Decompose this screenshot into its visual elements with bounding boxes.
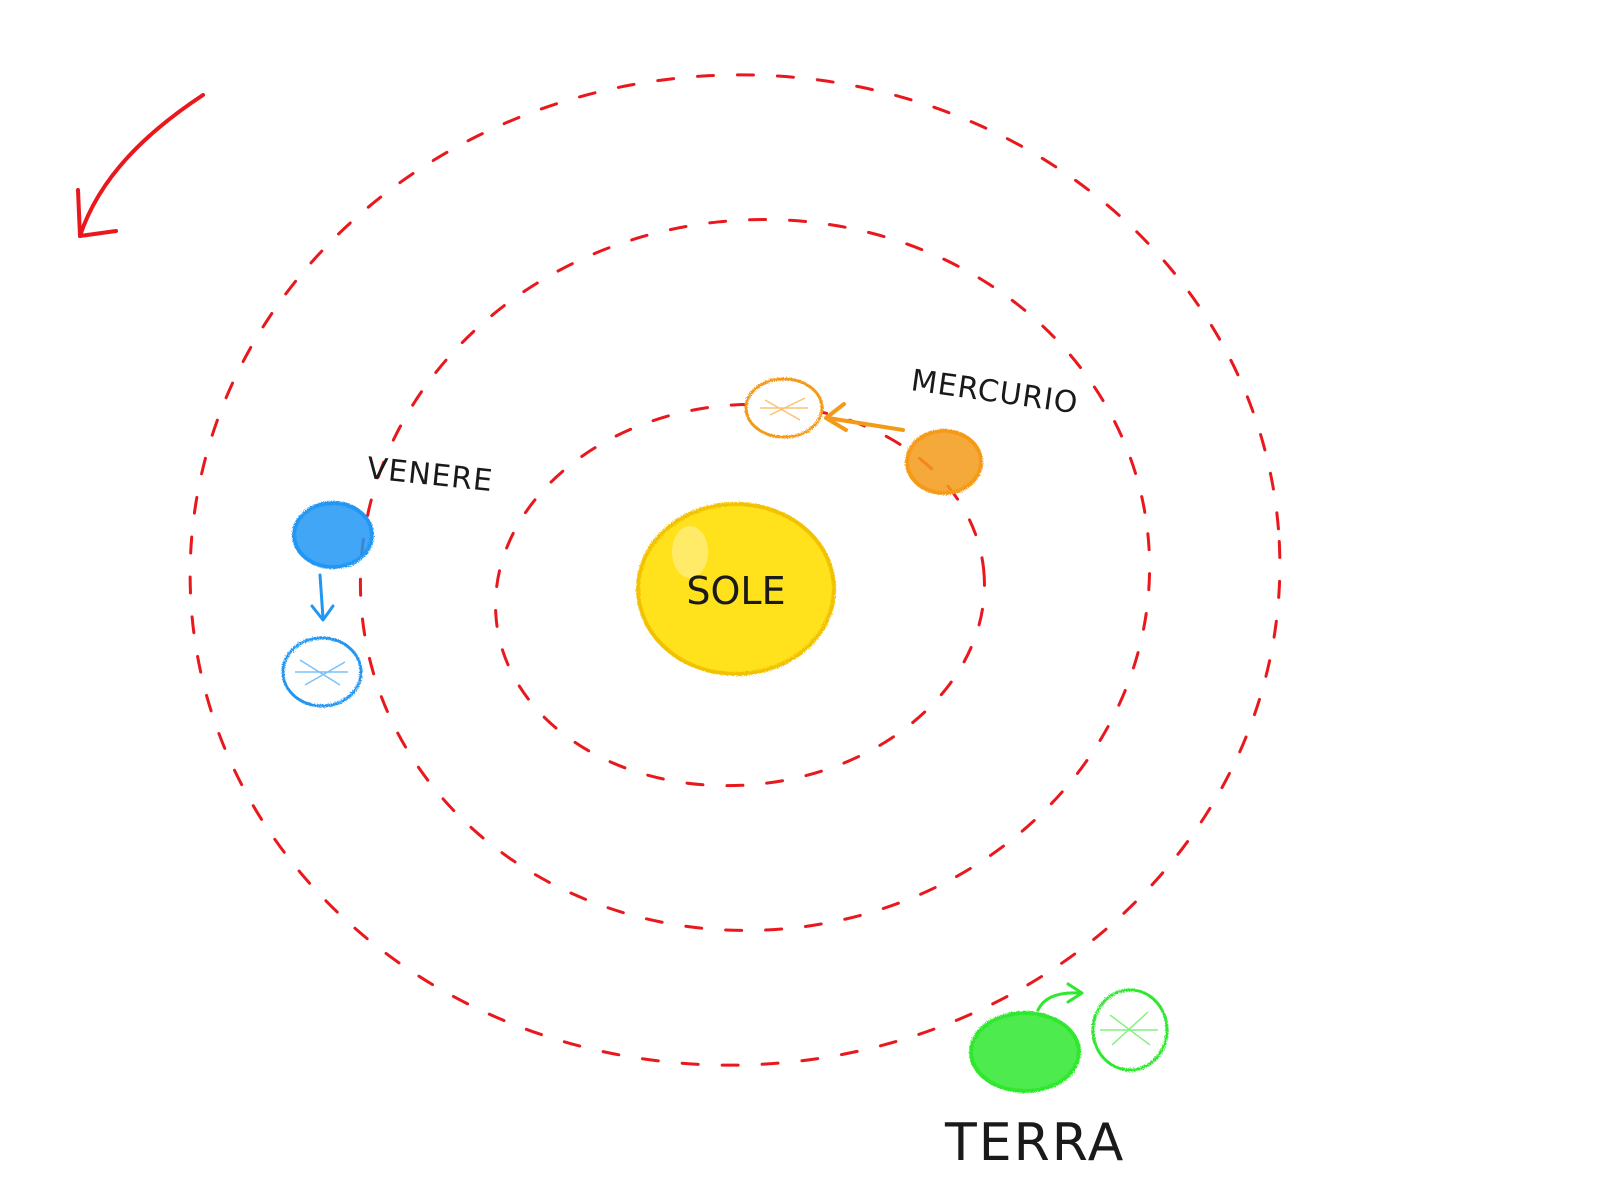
mercury-motion-arrow-icon bbox=[824, 402, 905, 432]
earth-motion-arrow-icon bbox=[1036, 982, 1084, 1012]
earth-planet bbox=[969, 1011, 1081, 1093]
mercury-planet bbox=[905, 429, 983, 495]
rotation-arrow-icon bbox=[76, 93, 205, 238]
mercury: MERCURIO bbox=[744, 363, 1081, 495]
venus-motion-arrow-icon bbox=[310, 573, 335, 622]
mercury-label: MERCURIO bbox=[909, 363, 1081, 421]
sun-label: SOLE bbox=[686, 569, 785, 613]
earth-label: TERRA bbox=[944, 1113, 1125, 1173]
venus-planet bbox=[292, 501, 374, 569]
venus: VENERE bbox=[281, 451, 495, 708]
earth: TERRA bbox=[944, 982, 1169, 1173]
sun: SOLE bbox=[636, 502, 836, 676]
venus-label: VENERE bbox=[365, 451, 495, 499]
mercury-orbit bbox=[494, 402, 986, 788]
earth-orbit bbox=[188, 73, 1282, 1067]
venus-orbit bbox=[358, 218, 1152, 932]
